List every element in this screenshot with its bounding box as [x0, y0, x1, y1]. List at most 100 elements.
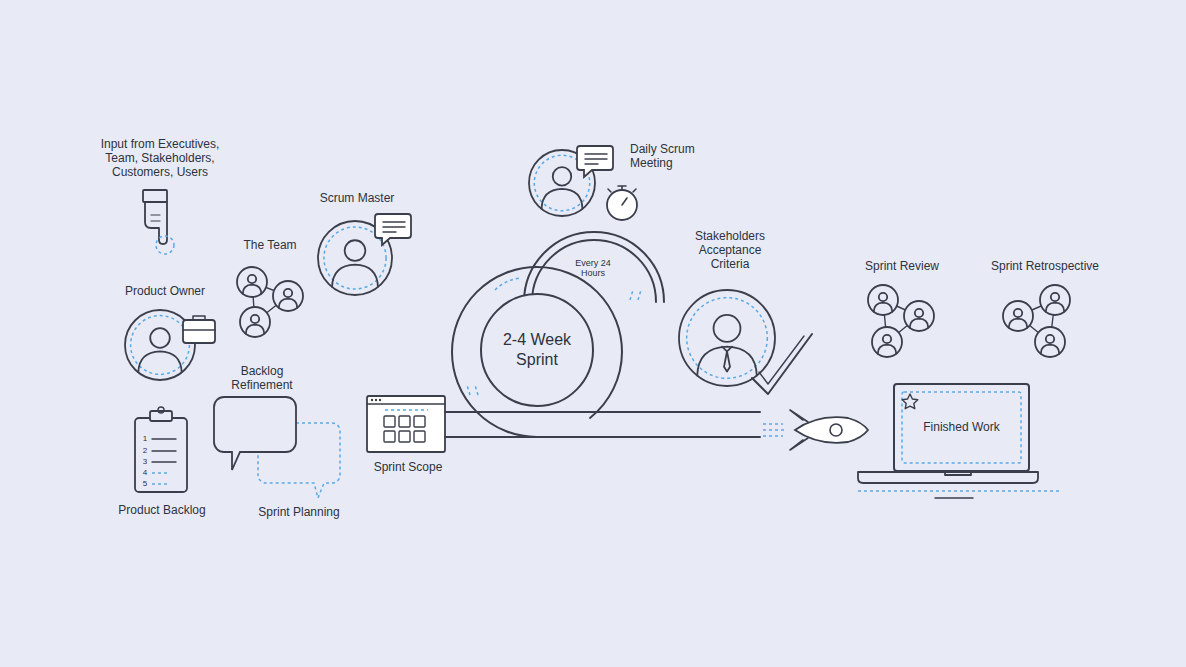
scope-cell	[384, 416, 395, 427]
person-body	[1009, 319, 1028, 328]
sprint-circle: 2-4 Week Sprint	[480, 293, 594, 407]
check-mark	[752, 334, 812, 394]
list-number: 3	[140, 457, 150, 467]
bubble-line	[383, 231, 396, 232]
list-number: 4	[140, 468, 150, 478]
person-body	[246, 325, 265, 334]
person-head	[284, 289, 292, 297]
person-body	[697, 347, 757, 376]
person-ring	[904, 301, 934, 331]
person-head	[248, 275, 256, 283]
rocket-icon	[790, 410, 868, 450]
step-label: Stakeholders Acceptance Criteria	[687, 229, 773, 271]
person-body	[332, 265, 378, 287]
list-line	[152, 483, 170, 485]
briefcase-handle	[183, 316, 215, 330]
person-ring	[1040, 285, 1070, 315]
window-dot	[371, 399, 373, 401]
person-icon	[1040, 285, 1070, 315]
person-inner-ring	[687, 298, 768, 379]
sprint-loop	[590, 352, 622, 418]
laptop-shadow	[858, 490, 1062, 492]
person-head	[883, 335, 891, 343]
scope-cell	[399, 416, 410, 427]
step-label: Sprint Scope	[358, 460, 458, 474]
bubble-outline	[577, 146, 613, 177]
speech-bubble-icon	[577, 146, 613, 177]
laptop-screen: Finished Work	[893, 383, 1030, 472]
hand-cuff	[143, 190, 167, 202]
window-dot	[375, 399, 377, 401]
motion-dash	[495, 278, 520, 290]
step-label: Product Backlog	[107, 503, 217, 517]
speech-bubble-icon	[375, 214, 411, 245]
person-head	[251, 315, 259, 323]
person-head	[553, 167, 571, 185]
person-ring	[1035, 327, 1065, 357]
touch-ring	[156, 236, 174, 254]
scope-cell	[414, 416, 425, 427]
window-bar	[367, 403, 445, 404]
bubble-line	[585, 158, 607, 159]
person-body	[874, 303, 893, 312]
node-text: Finished Work	[923, 420, 999, 435]
person-head	[1051, 293, 1059, 301]
sprint-loop	[452, 267, 622, 437]
person-ring	[868, 285, 898, 315]
laptop-base	[858, 472, 1038, 483]
refinement-bubble	[214, 397, 296, 470]
briefcase-body	[183, 320, 215, 343]
person-icon	[240, 307, 270, 337]
list-number: 2	[140, 446, 150, 456]
step-label: Input from Executives, Team, Stakeholder…	[95, 137, 225, 179]
scope-cell	[399, 431, 410, 442]
motion-dash	[630, 290, 641, 300]
stopwatch-hand	[608, 186, 636, 205]
motion-dash	[467, 385, 478, 395]
rocket-fin	[790, 410, 808, 450]
person-icon	[1035, 327, 1065, 357]
person-body	[138, 351, 181, 372]
person-ring	[240, 307, 270, 337]
node-text: 2-4 Week Sprint	[495, 330, 579, 370]
flow-line	[445, 411, 760, 413]
list-line	[152, 450, 176, 451]
person-body	[542, 189, 583, 209]
screen-inner	[902, 392, 1021, 463]
person-head	[1014, 309, 1022, 317]
step-label: Sprint Planning	[244, 505, 354, 519]
list-line	[152, 438, 176, 439]
clipboard-ring	[158, 407, 164, 413]
star-icon	[902, 394, 918, 409]
hand-knuckles	[151, 215, 160, 221]
person-head	[915, 309, 923, 317]
person-ring	[273, 281, 303, 311]
rocket-window	[830, 424, 842, 436]
window-dot	[379, 399, 381, 401]
daily-arc	[524, 232, 664, 302]
person-head	[879, 293, 887, 301]
bubble-line	[585, 153, 607, 154]
bubble-line	[383, 221, 405, 222]
person-head	[1046, 335, 1054, 343]
step-label: Scrum Master	[307, 191, 407, 205]
bubble-line	[383, 226, 405, 227]
rocket-trail	[763, 424, 785, 436]
person-icon	[679, 290, 775, 386]
person-ring	[237, 267, 267, 297]
person-body	[243, 285, 262, 294]
step-label: Sprint Review	[852, 259, 952, 273]
bubble-outline	[375, 214, 411, 245]
stopwatch-icon	[607, 186, 637, 220]
briefcase-icon	[183, 316, 215, 343]
scope-cell	[384, 431, 395, 442]
bubble-line	[585, 163, 598, 164]
step-label: Product Owner	[115, 284, 215, 298]
person-body	[1041, 345, 1060, 354]
person-icon	[1003, 301, 1033, 331]
clipboard-board	[135, 418, 187, 492]
person-body	[279, 299, 298, 308]
person-ring	[872, 327, 902, 357]
